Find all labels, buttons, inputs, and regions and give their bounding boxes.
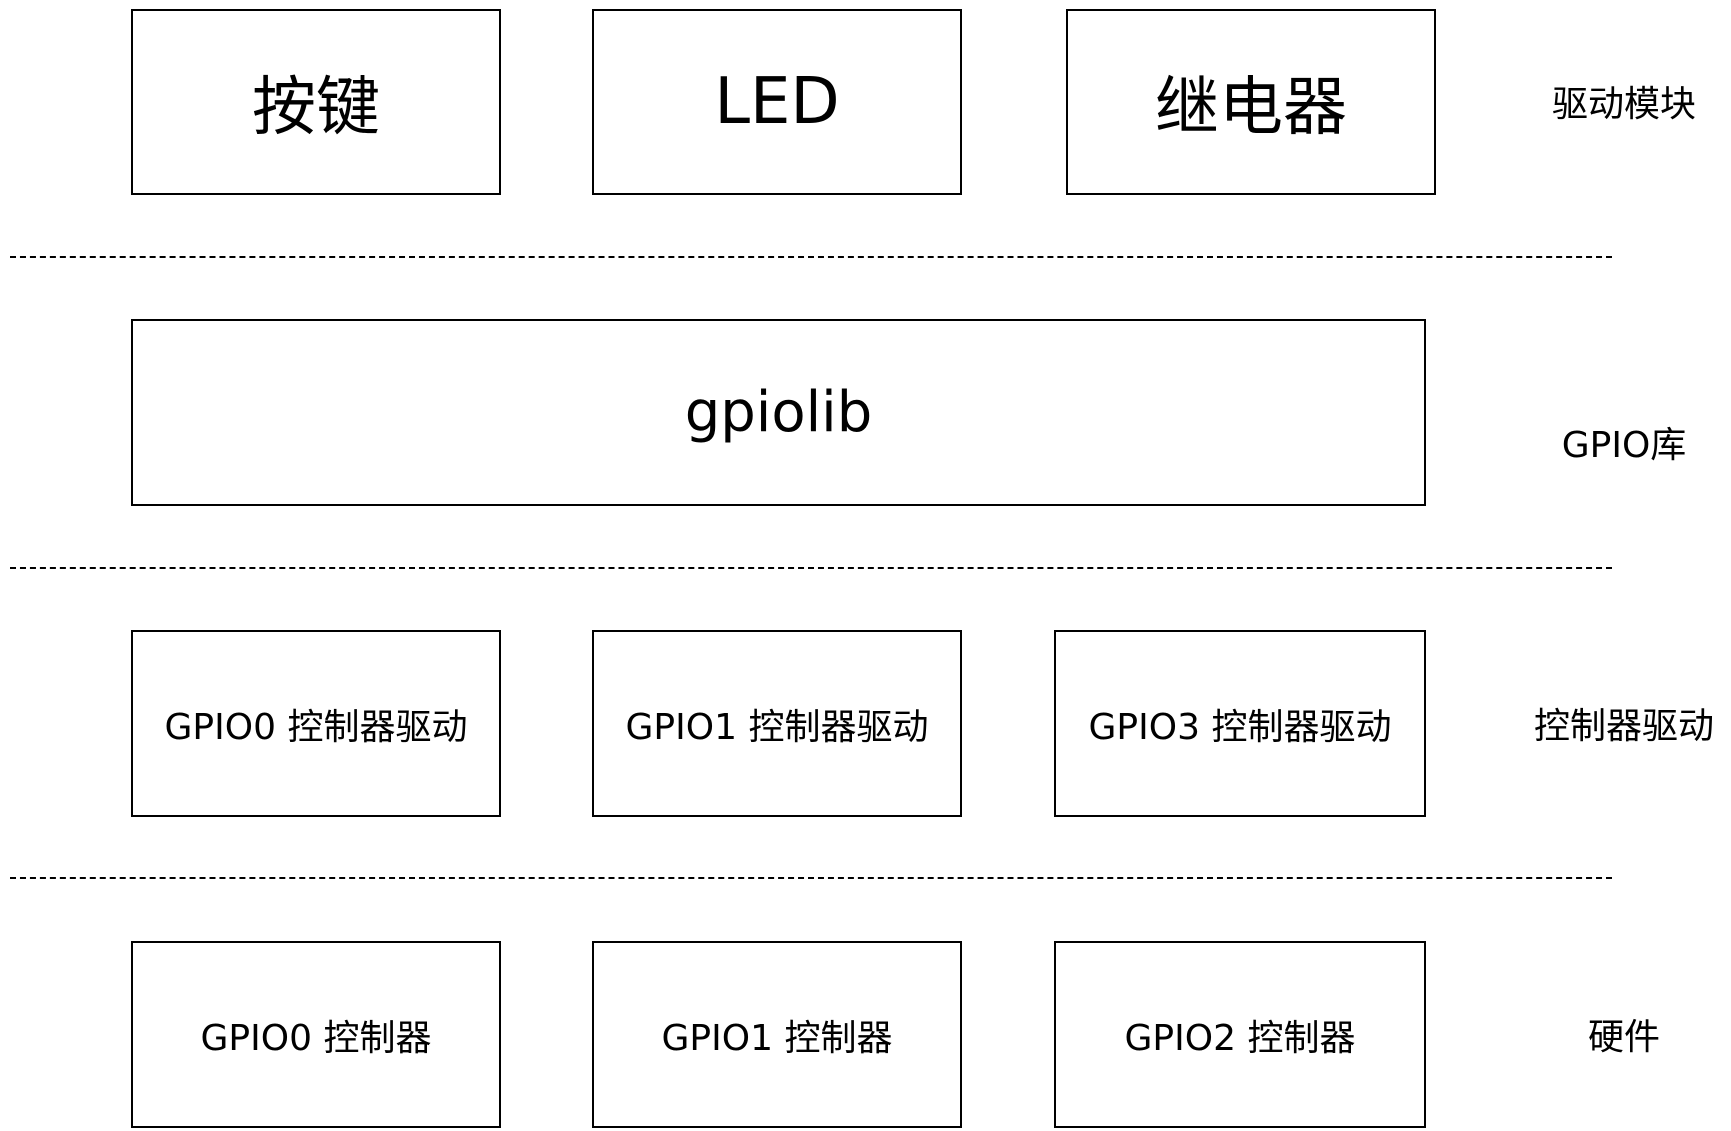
gpio1-controller-driver-label: GPIO1 控制器驱动 — [625, 706, 929, 748]
gpiolib-box: gpiolib — [131, 319, 1426, 506]
gpio2-controller-label: GPIO2 控制器 — [1124, 1017, 1356, 1059]
gpiolib-label: gpiolib — [684, 380, 873, 445]
layer-divider — [10, 877, 1612, 879]
key-module-label: 按键 — [252, 71, 380, 145]
gpio0-controller-driver-label: GPIO0 控制器驱动 — [164, 706, 468, 748]
layer-label-hardware: 硬件 — [1587, 1017, 1661, 1058]
gpio1-controller-driver-box: GPIO1 控制器驱动 — [592, 630, 962, 817]
led-module-label: LED — [714, 65, 840, 139]
gpio0-controller-label: GPIO0 控制器 — [200, 1017, 432, 1059]
gpio1-controller-label: GPIO1 控制器 — [661, 1017, 893, 1059]
gpio0-controller-box: GPIO0 控制器 — [131, 941, 501, 1128]
gpio0-controller-driver-box: GPIO0 控制器驱动 — [131, 630, 501, 817]
led-module-box: LED — [592, 9, 962, 195]
layer-divider — [10, 256, 1612, 258]
layer-label-controller-driver: 控制器驱动 — [1533, 706, 1715, 747]
layer-divider — [10, 567, 1612, 569]
layer-label-gpio-library: GPIO库 — [1561, 425, 1687, 466]
gpio1-controller-box: GPIO1 控制器 — [592, 941, 962, 1128]
gpio3-controller-driver-box: GPIO3 控制器驱动 — [1054, 630, 1426, 817]
gpio3-controller-driver-label: GPIO3 控制器驱动 — [1088, 706, 1392, 748]
relay-module-label: 继电器 — [1155, 71, 1347, 145]
gpio2-controller-box: GPIO2 控制器 — [1054, 941, 1426, 1128]
relay-module-box: 继电器 — [1066, 9, 1436, 195]
key-module-box: 按键 — [131, 9, 501, 195]
layer-label-driver-modules: 驱动模块 — [1551, 84, 1697, 125]
